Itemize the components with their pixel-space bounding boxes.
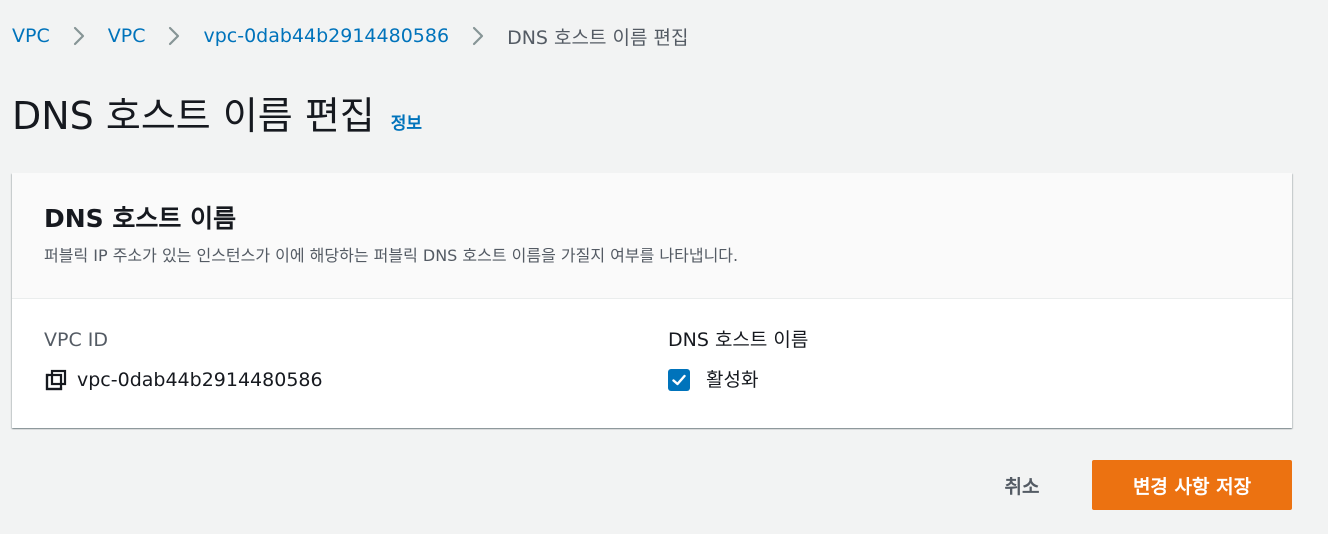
enable-label: 활성화 xyxy=(706,369,759,391)
vpc-id-value: vpc-0dab44b2914480586 xyxy=(77,369,323,391)
chevron-right-icon xyxy=(50,22,108,50)
dns-hostnames-checkbox-row[interactable]: 활성화 xyxy=(668,366,758,394)
breadcrumb-item-vpc-id[interactable]: vpc-0dab44b2914480586 xyxy=(203,25,450,47)
breadcrumb-item-vpc-service[interactable]: VPC xyxy=(12,25,50,47)
info-link[interactable]: 정보 xyxy=(390,114,423,134)
chevron-right-icon xyxy=(449,22,507,50)
dns-hostnames-panel: DNS 호스트 이름 퍼블릭 IP 주소가 있는 인스턴스가 이에 해당하는 퍼… xyxy=(12,173,1292,428)
dns-hostnames-label: DNS 호스트 이름 xyxy=(668,329,809,351)
panel-header: DNS 호스트 이름 퍼블릭 IP 주소가 있는 인스턴스가 이에 해당하는 퍼… xyxy=(12,173,1292,299)
breadcrumb-current: DNS 호스트 이름 편집 xyxy=(507,26,689,49)
dns-hostnames-checkbox[interactable] xyxy=(668,369,690,391)
page-header: DNS 호스트 이름 편집 정보 xyxy=(12,90,422,142)
page-title: DNS 호스트 이름 편집 xyxy=(12,94,375,138)
vpc-id-label: VPC ID xyxy=(44,329,108,351)
chevron-right-icon xyxy=(145,22,203,50)
panel-title: DNS 호스트 이름 xyxy=(44,204,237,233)
checkmark-icon xyxy=(672,374,686,386)
panel-description: 퍼블릭 IP 주소가 있는 인스턴스가 이에 해당하는 퍼블릭 DNS 호스트 … xyxy=(44,246,739,265)
save-changes-button[interactable]: 변경 사항 저장 xyxy=(1092,460,1292,510)
cancel-button[interactable]: 취소 xyxy=(980,462,1064,508)
breadcrumb: VPC VPC vpc-0dab44b2914480586 DNS 호스트 이름… xyxy=(12,22,688,50)
vpc-id-value-row: vpc-0dab44b2914480586 xyxy=(44,366,323,394)
copy-icon[interactable] xyxy=(44,368,68,392)
breadcrumb-item-vpc[interactable]: VPC xyxy=(107,25,146,47)
